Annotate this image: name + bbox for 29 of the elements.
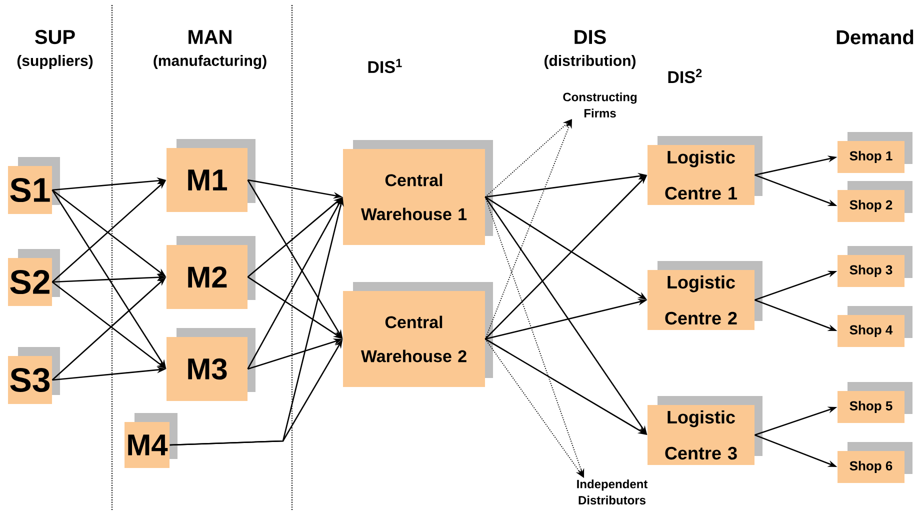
column-heading: SUP (35, 30, 75, 44)
process-box: Shop 1 (838, 132, 912, 173)
process-box: Shop 5 (838, 382, 912, 423)
process-box: Shop 6 (838, 442, 912, 483)
column-heading: DIS (574, 30, 606, 44)
column-heading: (suppliers) (17, 55, 93, 69)
process-box: S3 (8, 347, 60, 404)
process-box: Logistic Centre 2 (648, 261, 762, 330)
column-heading: MAN (188, 30, 232, 44)
column-heading: (distribution) (544, 55, 636, 69)
process-box: M4 (124, 413, 178, 468)
process-box: Logistic Centre 1 (648, 136, 762, 205)
node-text: Constructing Firms (563, 92, 637, 118)
process-box: Logistic Centre 3 (648, 396, 762, 465)
process-box: M2 (166, 236, 256, 309)
process-box: S1 (8, 157, 60, 214)
process-box: Shop 2 (838, 181, 912, 222)
column-heading: Demand (836, 30, 914, 44)
node-text: Independent Distributors (577, 479, 648, 504)
column-heading: (manufacturing) (154, 54, 266, 70)
column-heading: DIS$^{1}$ (368, 58, 402, 74)
process-box: Central Warehouse 2 (343, 282, 493, 387)
process-box: M3 (166, 328, 256, 401)
process-box: M1 (166, 139, 256, 212)
process-box: S2 (8, 249, 60, 306)
process-box: Shop 4 (838, 306, 912, 347)
process-box: Central Warehouse 1 (343, 140, 493, 245)
process-box: Shop 3 (838, 246, 912, 287)
column-heading: DIS$^{2}$ (668, 68, 702, 84)
